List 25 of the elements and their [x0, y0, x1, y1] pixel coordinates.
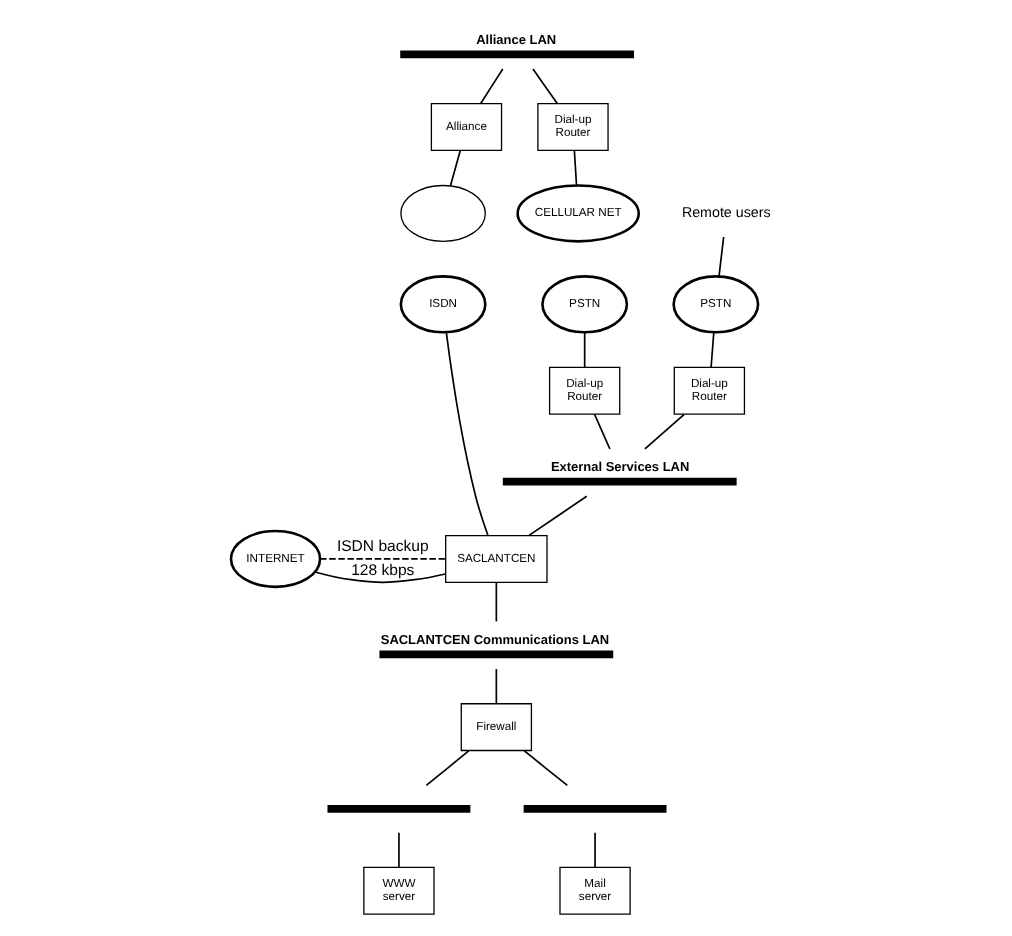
connector	[594, 831, 596, 869]
connector	[523, 750, 569, 787]
node-cloud	[400, 184, 486, 242]
connector	[573, 149, 578, 187]
connector	[398, 831, 400, 869]
node-box	[502, 477, 737, 486]
connector	[593, 413, 611, 450]
connector	[495, 581, 498, 623]
node-box	[400, 50, 635, 59]
node-box	[379, 650, 614, 659]
connector	[583, 331, 586, 368]
connector	[314, 571, 447, 584]
connector	[528, 495, 588, 537]
connector	[449, 149, 462, 187]
connector	[425, 750, 470, 787]
node-bar	[327, 805, 471, 813]
connector	[710, 331, 715, 368]
connector	[495, 668, 498, 705]
connector	[532, 68, 559, 105]
connector	[718, 236, 725, 277]
connector	[445, 331, 489, 536]
connector	[479, 68, 504, 105]
node-bar	[523, 805, 667, 813]
connector	[319, 558, 447, 560]
connector	[644, 413, 685, 450]
